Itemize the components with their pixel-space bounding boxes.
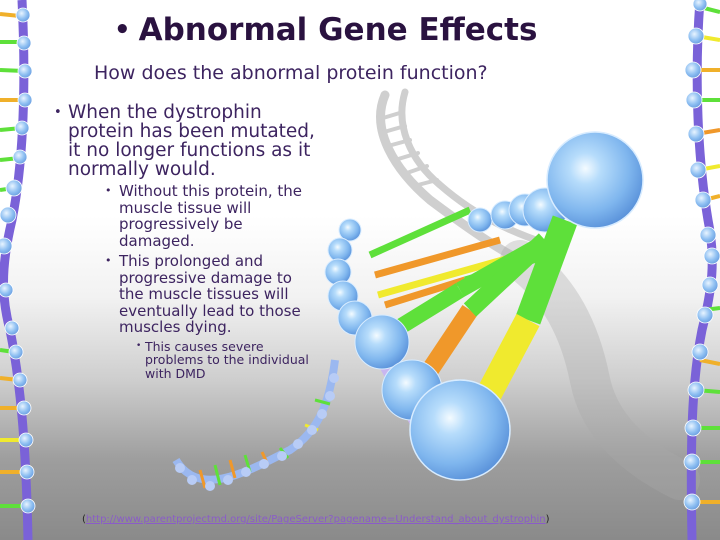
slide-subtitle: How does the abnormal protein function? <box>94 62 488 84</box>
bullet-list: When the dystrophin protein has been mut… <box>52 103 322 380</box>
right-edge-helix-icon <box>683 0 720 540</box>
bullet-level-2: This prolonged and progressive damage to… <box>105 253 319 336</box>
bullet-level-1: When the dystrophin protein has been mut… <box>52 103 322 179</box>
source-link[interactable]: http://www.parentprojectmd.org/site/Page… <box>85 514 546 525</box>
bullet-level-3: This causes severe problems to the indiv… <box>136 339 315 381</box>
lower-helix-tail-icon <box>172 359 339 491</box>
bullet-level-2: Without this protein, the muscle tissue … <box>105 183 319 249</box>
title-bullet: • <box>114 15 131 45</box>
main-helix-icon <box>324 131 644 481</box>
left-edge-helix-icon <box>0 0 36 540</box>
slide-title: •Abnormal Gene Effects <box>114 12 538 48</box>
citation: (http://www.parentprojectmd.org/site/Pag… <box>82 514 550 525</box>
